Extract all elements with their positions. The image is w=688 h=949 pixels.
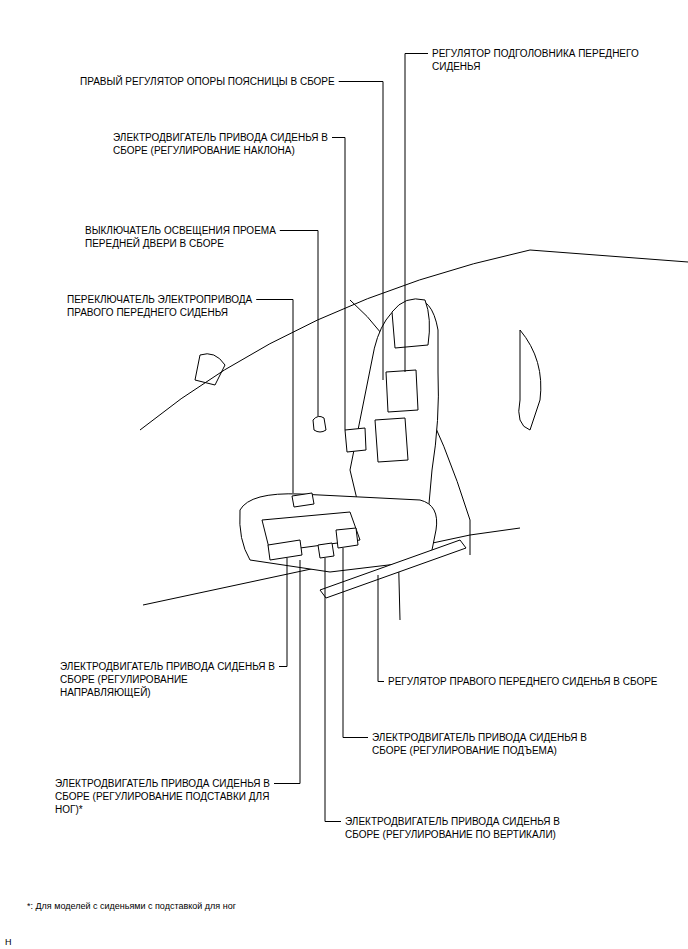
leader-line	[280, 231, 318, 417]
part-label: ВЫКЛЮЧАТЕЛЬ ОСВЕЩЕНИЯ ПРОЕМА ПЕРЕДНЕЙ ДВ…	[85, 224, 300, 250]
mirror	[195, 354, 225, 385]
leader-line	[378, 575, 384, 682]
headrest-regulator	[386, 370, 418, 412]
label-text: *: Для моделей с сиденьями с подставкой …	[27, 901, 236, 911]
label-text: ЭЛЕКТРОДВИГАТЕЛЬ ПРИВОДА СИДЕНЬЯ В СБОРЕ…	[372, 732, 587, 756]
recline-motor	[345, 428, 366, 452]
figure-code: H	[5, 936, 35, 949]
dashboard-line	[140, 250, 688, 430]
leader-line	[332, 138, 345, 431]
rail-motor	[268, 540, 302, 560]
part-label: ПРАВЫЙ РЕГУЛЯТОР ОПОРЫ ПОЯСНИЦЫ В СБОРЕ	[80, 75, 370, 88]
lumbar-regulator	[375, 418, 408, 462]
label-text: ПРАВЫЙ РЕГУЛЯТОР ОПОРЫ ПОЯСНИЦЫ В СБОРЕ	[80, 76, 335, 87]
part-label: ЭЛЕКТРОДВИГАТЕЛЬ ПРИВОДА СИДЕНЬЯ В СБОРЕ…	[60, 660, 275, 699]
label-text: ЭЛЕКТРОДВИГАТЕЛЬ ПРИВОДА СИДЕНЬЯ В СБОРЕ…	[113, 132, 328, 156]
headrest	[392, 299, 429, 348]
part-label: РЕГУЛЯТОР ПРАВОГО ПЕРЕДНЕГО СИДЕНЬЯ В СБ…	[388, 675, 673, 688]
label-text: ЭЛЕКТРОДВИГАТЕЛЬ ПРИВОДА СИДЕНЬЯ В СБОРЕ…	[55, 778, 270, 815]
label-text: ВЫКЛЮЧАТЕЛЬ ОСВЕЩЕНИЯ ПРОЕМА ПЕРЕДНЕЙ ДВ…	[85, 225, 276, 249]
label-text: ЭЛЕКТРОДВИГАТЕЛЬ ПРИВОДА СИДЕНЬЯ В СБОРЕ…	[345, 816, 560, 840]
leader-line	[256, 300, 293, 494]
lifter-motor	[336, 528, 358, 548]
footnote: *: Для моделей с сиденьями с подставкой …	[27, 900, 427, 913]
leader-line	[274, 560, 300, 784]
door-courtesy-switch	[313, 416, 326, 432]
window-edge	[519, 330, 541, 430]
part-label: ЭЛЕКТРОДВИГАТЕЛЬ ПРИВОДА СИДЕНЬЯ В СБОРЕ…	[372, 731, 622, 757]
part-label: ПЕРЕКЛЮЧАТЕЛЬ ЭЛЕКТРОПРИВОДА ПРАВОГО ПЕР…	[67, 293, 277, 319]
leader-line	[343, 548, 368, 738]
part-label: ЭЛЕКТРОДВИГАТЕЛЬ ПРИВОДА СИДЕНЬЯ В СБОРЕ…	[345, 815, 585, 841]
seat-rail	[320, 540, 466, 598]
vertical-motor	[318, 543, 334, 558]
label-text: ПЕРЕКЛЮЧАТЕЛЬ ЭЛЕКТРОПРИВОДА ПРАВОГО ПЕР…	[67, 294, 252, 318]
seat-switch	[292, 493, 314, 507]
leader-line	[405, 54, 428, 373]
leader-line	[279, 558, 287, 667]
leader-line	[325, 558, 341, 822]
seat-back	[350, 300, 438, 515]
part-label: РЕГУЛЯТОР ПОДГОЛОВНИКА ПЕРЕДНЕГО СИДЕНЬЯ	[432, 47, 677, 73]
label-text: H	[5, 937, 12, 947]
label-text: ЭЛЕКТРОДВИГАТЕЛЬ ПРИВОДА СИДЕНЬЯ В СБОРЕ…	[60, 661, 275, 698]
label-text: РЕГУЛЯТОР ПОДГОЛОВНИКА ПЕРЕДНЕГО СИДЕНЬЯ	[432, 48, 639, 72]
part-label: ЭЛЕКТРОДВИГАТЕЛЬ ПРИВОДА СИДЕНЬЯ В СБОРЕ…	[55, 777, 287, 816]
label-text: РЕГУЛЯТОР ПРАВОГО ПЕРЕДНЕГО СИДЕНЬЯ В СБ…	[388, 676, 658, 687]
part-label: ЭЛЕКТРОДВИГАТЕЛЬ ПРИВОДА СИДЕНЬЯ В СБОРЕ…	[113, 131, 328, 157]
